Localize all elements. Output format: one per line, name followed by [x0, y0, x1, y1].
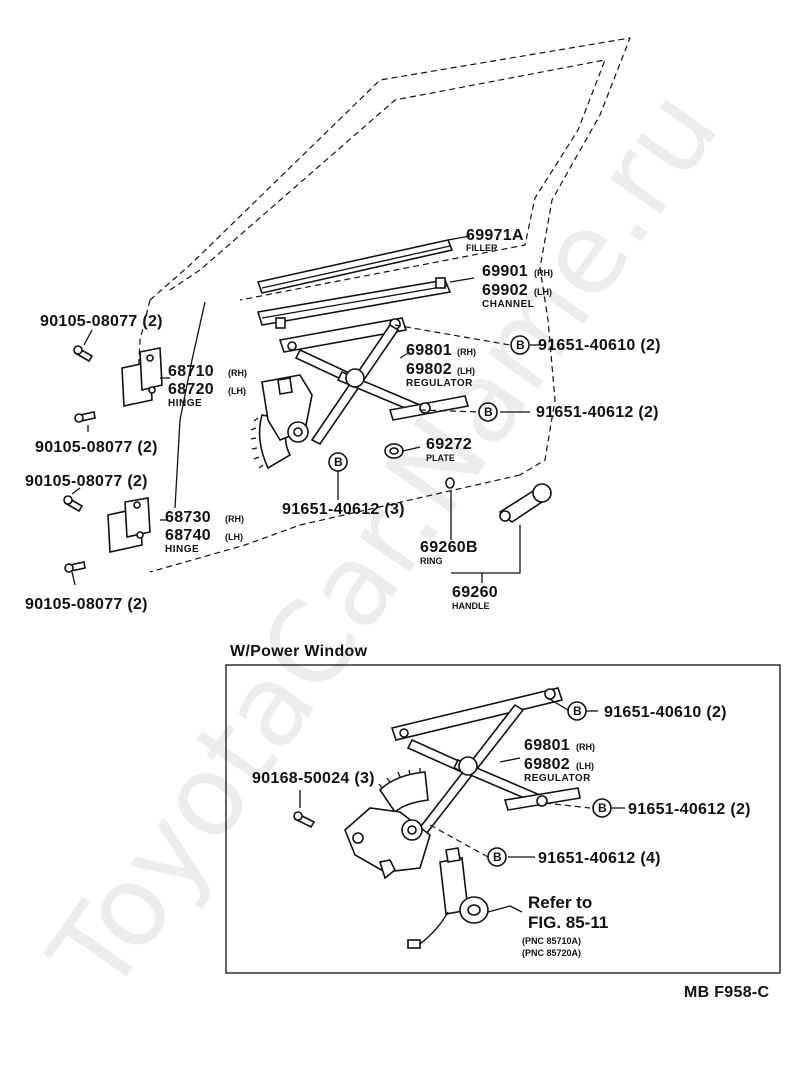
svg-text:FILLER: FILLER [466, 243, 498, 253]
label-regulator: 69801 (RH) 69802 (LH) REGULATOR [406, 342, 476, 389]
svg-text:69801: 69801 [406, 342, 452, 359]
svg-text:PLATE: PLATE [426, 453, 455, 463]
label-b2: 90105-08077 (2) [35, 439, 158, 456]
svg-text:(RH): (RH) [576, 742, 595, 752]
manual-regulator-part [250, 317, 470, 470]
svg-text:REGULATOR: REGULATOR [524, 773, 591, 784]
label-p1: 91651-40610 (2) [604, 704, 727, 721]
svg-text:(PNC 85710A): (PNC 85710A) [522, 936, 581, 946]
svg-text:(RH): (RH) [225, 514, 244, 524]
svg-text:(LH): (LH) [225, 532, 243, 542]
label-filler: 69971A FILLER [466, 227, 524, 253]
svg-text:68740: 68740 [165, 527, 211, 544]
svg-text:(LH): (LH) [576, 761, 594, 771]
svg-text:B: B [516, 338, 525, 352]
svg-text:HINGE: HINGE [168, 398, 202, 409]
ring-part [445, 477, 455, 489]
power-window-title: W/Power Window [230, 643, 368, 660]
svg-text:69902: 69902 [482, 282, 528, 299]
svg-text:FIG. 85-11: FIG. 85-11 [528, 913, 608, 932]
svg-text:69272: 69272 [426, 436, 472, 453]
svg-text:69901: 69901 [482, 263, 528, 280]
label-hinge-lower: 68730 (RH) 68740 (LH) HINGE [165, 509, 244, 555]
upper-hinge-part [121, 347, 163, 407]
label-power-screw: 90168-50024 (3) [252, 770, 375, 787]
door-outline [137, 37, 631, 573]
label-b3: 90105-08077 (2) [25, 473, 148, 490]
leader-lines [71, 235, 545, 586]
label-refer-to: Refer to FIG. 85-11 (PNC 85710A) (PNC 85… [522, 893, 608, 958]
svg-text:B: B [573, 704, 582, 718]
b-callout-s1: B [510, 335, 530, 355]
handle-part [498, 483, 552, 523]
b-callout-s3: B [328, 452, 348, 472]
svg-text:B: B [334, 455, 343, 469]
label-power-regulator: 69801 (RH) 69802 (LH) REGULATOR [524, 737, 595, 784]
svg-text:RING: RING [420, 556, 443, 566]
svg-text:(RH): (RH) [228, 368, 247, 378]
svg-text:HANDLE: HANDLE [452, 601, 490, 611]
svg-text:69802: 69802 [406, 361, 452, 378]
plate-part [384, 443, 404, 459]
svg-text:68710: 68710 [168, 363, 214, 380]
svg-text:(PNC 85720A): (PNC 85720A) [522, 948, 581, 958]
svg-text:(LH): (LH) [534, 287, 552, 297]
svg-text:(LH): (LH) [457, 366, 475, 376]
label-plate: 69272 PLATE [426, 436, 472, 463]
svg-text:Refer to: Refer to [528, 893, 592, 912]
power-regulator-part [344, 687, 581, 880]
lower-hinge-part [107, 497, 151, 553]
svg-text:HINGE: HINGE [165, 544, 199, 555]
svg-text:69802: 69802 [524, 756, 570, 773]
svg-text:REGULATOR: REGULATOR [406, 378, 473, 389]
svg-text:B: B [493, 850, 502, 864]
channel-part [256, 277, 452, 329]
power-window-motor [407, 847, 489, 949]
power-window-box [225, 664, 781, 974]
svg-text:69971A: 69971A [466, 227, 524, 244]
svg-text:68730: 68730 [165, 509, 211, 526]
power-screw [293, 811, 316, 829]
label-p2: 91651-40612 (2) [628, 801, 751, 818]
label-handle: 69260 HANDLE [452, 584, 498, 611]
label-b4: 90105-08077 (2) [25, 596, 148, 613]
svg-text:69260B: 69260B [420, 539, 478, 556]
svg-text:CHANNEL: CHANNEL [482, 299, 534, 310]
label-p3: 91651-40612 (4) [538, 850, 661, 867]
b-callout-p3: B [487, 847, 507, 867]
label-hinge-upper: 68710 (RH) 68720 (LH) HINGE [168, 363, 247, 409]
svg-text:(RH): (RH) [457, 347, 476, 357]
svg-text:(RH): (RH) [534, 268, 553, 278]
label-s2: 91651-40612 (2) [536, 404, 659, 421]
svg-text:B: B [484, 405, 493, 419]
filler-part [256, 239, 454, 294]
svg-text:68720: 68720 [168, 381, 214, 398]
label-s3: 91651-40612 (3) [282, 501, 405, 518]
label-channel: 69901 (RH) 69902 (LH) CHANNEL [482, 263, 553, 310]
label-s1: 91651-40610 (2) [538, 337, 661, 354]
svg-text:69260: 69260 [452, 584, 498, 601]
footer-code: MB F958-C [684, 984, 770, 1001]
power-leader-lines [299, 697, 625, 913]
hinge-bolts [63, 345, 96, 573]
svg-text:B: B [598, 801, 607, 815]
b-callout-p1: B [567, 701, 587, 721]
label-b1: 90105-08077 (2) [40, 313, 163, 330]
svg-text:69801: 69801 [524, 737, 570, 754]
svg-text:(LH): (LH) [228, 386, 246, 396]
label-ring: 69260B RING [420, 539, 478, 566]
b-callout-s2: B [478, 402, 498, 422]
b-callout-p2: B [592, 798, 612, 818]
